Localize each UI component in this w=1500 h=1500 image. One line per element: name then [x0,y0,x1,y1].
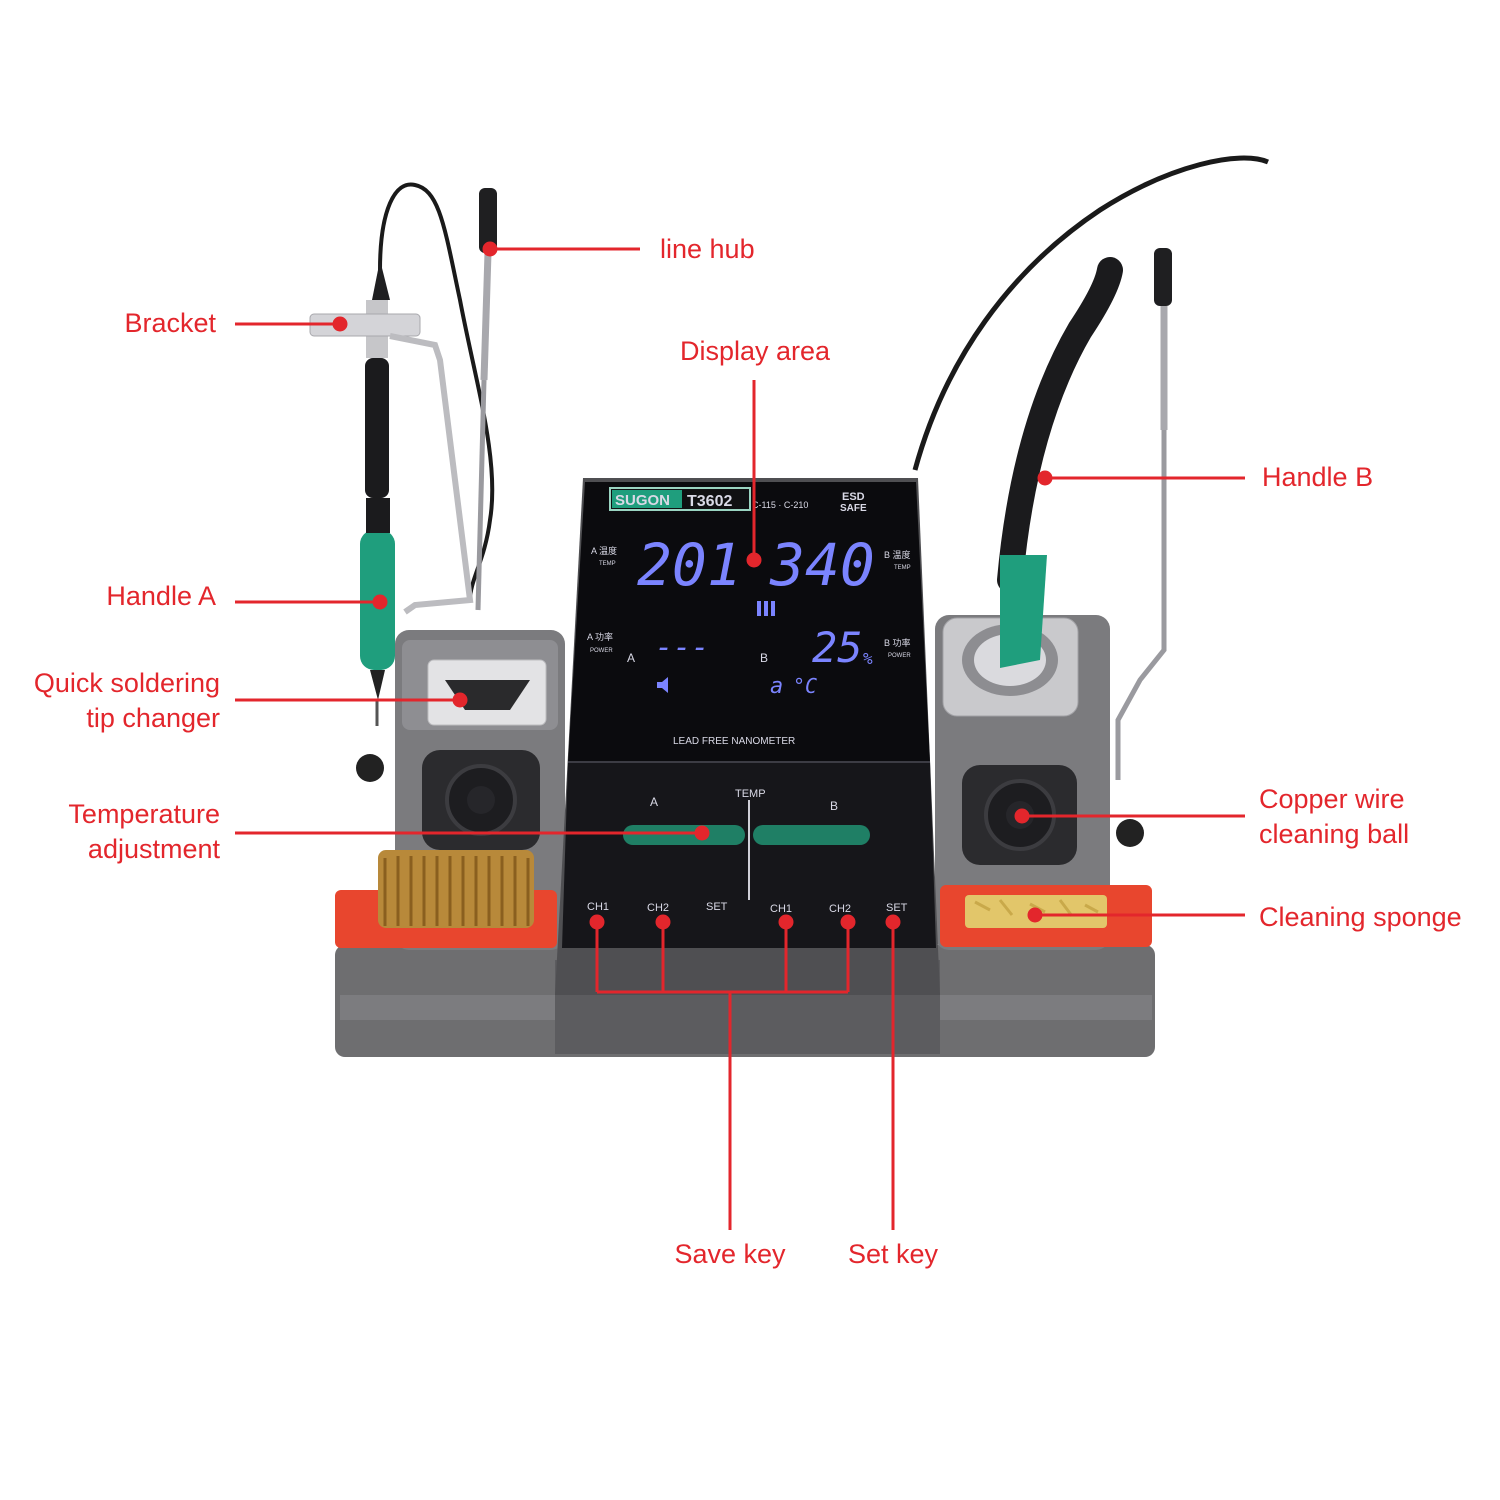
knob-left [356,754,384,782]
b-power-small: POWER [888,653,911,659]
label-temp-adjust-line-2: adjustment [88,834,221,864]
lcd-footer: LEAD FREE NANOMETER [673,736,795,747]
temp-slider-b[interactable] [753,825,870,845]
label-quick-tip-changer-line-1: Quick soldering [34,668,220,698]
line-hub-right [1115,248,1172,780]
label-set-key: Set key [848,1239,939,1269]
power-a-readout: --- [655,630,709,665]
speaker-icon [657,677,668,693]
key-ch1-b[interactable]: CH1 [770,903,792,915]
label-save-key: Save key [674,1239,786,1269]
tip-types: C-115 · C-210 [752,500,808,510]
handle-b-grip [1000,555,1047,668]
handle-b [912,155,1269,668]
brass-brush [378,850,534,928]
temp-b-readout: 340 [769,531,875,599]
leader-lines [235,241,1245,1230]
knob-right [1116,819,1144,847]
lcd-screen [568,482,930,762]
esd-logo-line-2: SAFE [840,503,867,514]
label-bracket: Bracket [124,308,216,338]
callout-labels: line hub Bracket Display area Handle B H… [34,234,1462,1269]
key-ch2-b[interactable]: CH2 [829,903,851,915]
key-set-a[interactable]: SET [706,901,728,913]
key-ch1-a[interactable]: CH1 [587,901,609,913]
b-temp-label: B 温度 [884,549,911,560]
a-temp-label: A 温度 [591,545,617,556]
b-power-label: B 功率 [884,637,911,648]
brand-name: SUGON [615,492,670,509]
label-copper-ball-line-2: cleaning ball [1259,819,1409,849]
a-power-small: POWER [590,648,613,654]
b-temp-small: TEMP [894,565,911,571]
temp-slider-a[interactable] [623,825,745,845]
label-line-hub: line hub [660,234,755,264]
label-copper-ball-line-1: Copper wire [1259,784,1405,814]
soldering-station: SUGON T3602 C-115 · C-210 ESD SAFE A 温度 … [309,155,1269,1057]
percent-sign: % [863,649,873,668]
key-ch2-a[interactable]: CH2 [647,902,669,914]
unit-a: a [770,674,783,699]
label-display-area: Display area [680,336,831,366]
key-row: CH1 CH2 SET CH1 CH2 SET [587,901,908,915]
temp-a-readout: 201 [637,531,742,599]
label-temp-adjust-line-1: Temperature [68,799,220,829]
slider-b-label: B [830,799,838,813]
line-hub-left [475,188,497,611]
label-cleaning-sponge: Cleaning sponge [1259,902,1462,932]
slider-temp-label: TEMP [735,788,766,800]
model-name: T3602 [687,493,732,510]
esd-logo-line-1: ESD [842,491,865,503]
label-handle-b: Handle B [1262,462,1373,492]
label-quick-tip-changer-line-2: tip changer [86,703,220,733]
slider-a-label: A [650,795,658,809]
a-power-label: A 功率 [587,631,613,642]
label-handle-a: Handle A [106,581,216,611]
bars-indicator [757,601,775,616]
channel-a-marker: A [627,651,635,665]
channel-b-marker: B [760,651,768,665]
key-set-b[interactable]: SET [886,902,908,914]
unit-celsius: °C [793,674,817,698]
a-temp-small: TEMP [599,561,616,567]
power-b-readout: 25 [812,623,863,672]
